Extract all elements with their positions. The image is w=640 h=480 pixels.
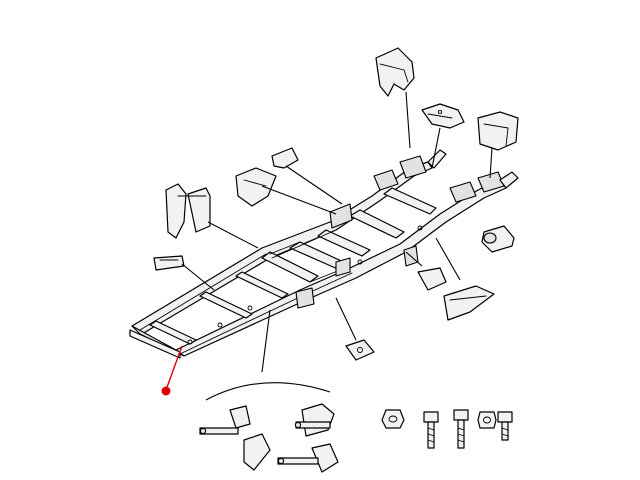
front-frame-bracket-lower[interactable]	[417, 267, 495, 321]
cab-mount-bracket-small[interactable]	[271, 147, 299, 169]
hex-bolt-icon	[423, 411, 439, 449]
flange-bolt-icon	[453, 409, 469, 449]
tow-hook-assembly[interactable]	[199, 382, 339, 473]
hotspot-rear-crossmember[interactable]	[161, 345, 183, 396]
shock-bracket[interactable]	[477, 111, 519, 151]
vehicle-frame[interactable]	[129, 149, 519, 359]
fasteners[interactable]	[381, 409, 513, 449]
body-mount-bracket[interactable]	[235, 167, 277, 207]
crossmember-bracket[interactable]	[153, 255, 185, 271]
hex-nut-icon	[477, 411, 497, 429]
flange-nut-icon	[381, 409, 405, 429]
washer-plate[interactable]	[345, 339, 375, 361]
mount-bracket-right[interactable]	[421, 103, 465, 129]
bumper-isolator[interactable]	[481, 225, 515, 253]
leader-lines	[181, 91, 493, 373]
short-bolt-icon	[497, 411, 513, 441]
skid-plate-upper[interactable]	[375, 47, 415, 97]
cab-mount-bracket-left[interactable]	[165, 183, 211, 239]
